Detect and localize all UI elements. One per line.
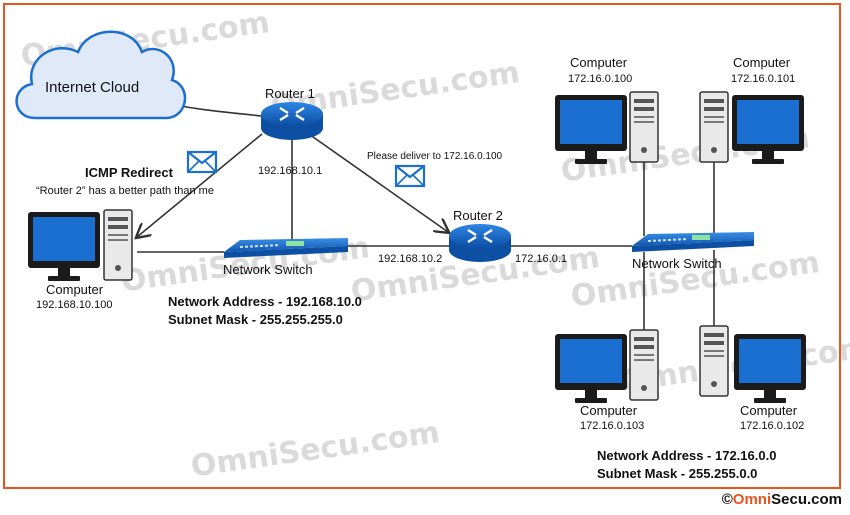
- icmp-title: ICMP Redirect: [85, 165, 174, 180]
- diagram-frame: [3, 3, 841, 489]
- computer-102: Computer 172.16.0.102: [699, 325, 806, 432]
- router-2: Router 2 192.168.10.2 172.16.0.1: [378, 208, 567, 265]
- router-2-ip-right: 172.16.0.1: [515, 253, 567, 265]
- icmp-redirect-arrow: [137, 133, 263, 237]
- router-1-label: Router 1: [265, 86, 315, 101]
- computer-label: Computer: [733, 55, 791, 70]
- router-2-ip-left: 192.168.10.2: [378, 253, 442, 265]
- left-network-info: Network Address - 192.168.10.0 Subnet Ma…: [168, 294, 362, 327]
- router-1: Router 1 192.168.10.1: [258, 86, 323, 177]
- router-2-label: Router 2: [453, 208, 503, 223]
- right-network-info: Network Address - 172.16.0.0 Subnet Mask…: [597, 448, 776, 481]
- computer-label: Computer: [580, 403, 638, 418]
- router-icon: [449, 224, 511, 262]
- internet-cloud: Internet Cloud: [15, 30, 187, 120]
- switch-icon: [224, 238, 348, 258]
- left-network-address: Network Address - 192.168.10.0: [168, 294, 362, 309]
- cloud-label: Internet Cloud: [45, 79, 139, 96]
- copyright-symbol: ©: [721, 491, 733, 508]
- connections: [137, 103, 715, 330]
- switch-left-label: Network Switch: [223, 262, 313, 277]
- brand-suffix: Secu.com: [771, 491, 842, 508]
- computer-left-label: Computer: [46, 282, 104, 297]
- computer-ip: 172.16.0.101: [731, 73, 795, 85]
- switch-right-label: Network Switch: [632, 256, 722, 271]
- network-switch-right: Network Switch: [632, 232, 754, 271]
- footer-brand: ©OmniSecu.com: [722, 491, 842, 508]
- computer-ip: 172.16.0.102: [740, 420, 804, 432]
- computer-ip: 172.16.0.103: [580, 420, 644, 432]
- link-router1-router2: [305, 131, 448, 232]
- cloud-icon: [15, 30, 187, 120]
- icmp-message: “Router 2” has a better path than me: [36, 185, 214, 197]
- computer-left: Computer 192.168.10.100: [28, 209, 133, 311]
- deliver-note: Please deliver to 172.16.0.100: [367, 151, 503, 188]
- router-1-ip: 192.168.10.1: [258, 165, 322, 177]
- brand-prefix: Omni: [732, 491, 772, 508]
- computer-103: Computer 172.16.0.103: [555, 329, 659, 432]
- router-icon: [261, 102, 323, 140]
- right-network-address: Network Address - 172.16.0.0: [597, 448, 776, 463]
- icmp-redirect-note: ICMP Redirect “Router 2” has a better pa…: [36, 150, 218, 197]
- computer-left-ip: 192.168.10.100: [36, 299, 112, 311]
- computer-label: Computer: [740, 403, 798, 418]
- deliver-text: Please deliver to 172.16.0.100: [367, 151, 503, 162]
- computer-ip: 172.16.0.100: [568, 73, 632, 85]
- network-switch-left: Network Switch: [223, 238, 348, 277]
- switch-icon: [632, 232, 754, 252]
- computer-100: Computer 172.16.0.100: [555, 55, 659, 164]
- left-subnet-mask: Subnet Mask - 255.255.255.0: [168, 312, 343, 327]
- right-subnet-mask: Subnet Mask - 255.255.0.0: [597, 466, 757, 481]
- computer-label: Computer: [570, 55, 628, 70]
- computer-101: Computer 172.16.0.101: [699, 55, 804, 164]
